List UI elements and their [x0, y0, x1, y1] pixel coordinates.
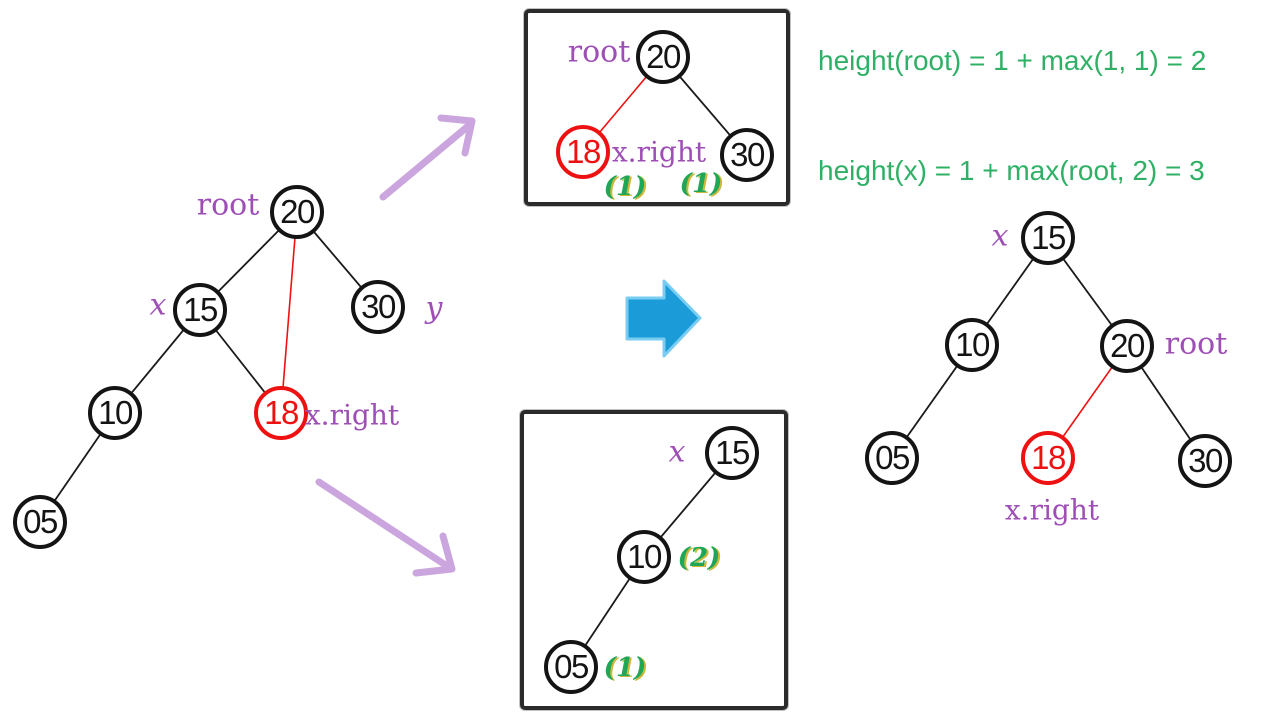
tree-node: 30: [720, 128, 774, 182]
tree-node: 05: [865, 431, 919, 485]
tree-node: 10: [945, 318, 999, 372]
height-annotation: (1): [603, 172, 647, 202]
tree-node: 10: [617, 530, 671, 584]
root-pointer-label: root: [196, 187, 260, 223]
tree-node-highlighted: 18: [1021, 431, 1075, 485]
height-annotation: (1): [679, 169, 723, 199]
root-pointer-label: root: [1164, 326, 1228, 362]
tree-node: 05: [544, 640, 598, 694]
xright-pointer-label: x.right: [1004, 493, 1100, 527]
tree-node: 20: [1100, 319, 1154, 373]
arrow-down-right-icon: [315, 478, 456, 577]
left-tree-edges: [39, 211, 379, 523]
tree-node: 15: [705, 426, 759, 480]
xright-pointer-label: x.right: [304, 398, 400, 432]
arrow-right-icon: [625, 279, 702, 358]
xright-pointer-label: x.right: [611, 135, 707, 169]
tree-node: 05: [13, 495, 67, 549]
height-x-formula: height(x) = 1 + max(root, 2) = 3: [818, 155, 1205, 186]
tree-node-highlighted: 18: [254, 386, 308, 440]
tree-node: 10: [88, 386, 142, 440]
right-tree-edges: [891, 237, 1206, 462]
y-pointer-label: y: [425, 290, 443, 326]
height-annotation: (1): [603, 653, 647, 683]
height-root-formula: height(root) = 1 + max(1, 1) = 2: [818, 45, 1207, 76]
tree-node: 15: [1021, 211, 1075, 265]
x-pointer-label: x: [991, 218, 1009, 254]
left-subtree-box: [520, 410, 788, 710]
right-subtree-box: [524, 9, 790, 206]
tree-node: 20: [636, 30, 690, 84]
tree-node-highlighted: 18: [556, 125, 610, 179]
height-annotation: (2): [677, 543, 721, 573]
tree-node: 30: [351, 280, 405, 334]
x-pointer-label: x: [668, 434, 686, 470]
tree-node: 15: [173, 283, 227, 337]
arrow-up-right-icon: [379, 114, 476, 201]
root-pointer-label: root: [567, 34, 631, 70]
tree-node: 20: [270, 185, 324, 239]
left-tree-red-edge: [280, 211, 298, 414]
tree-node: 30: [1178, 434, 1232, 488]
x-pointer-label: x: [149, 287, 167, 323]
